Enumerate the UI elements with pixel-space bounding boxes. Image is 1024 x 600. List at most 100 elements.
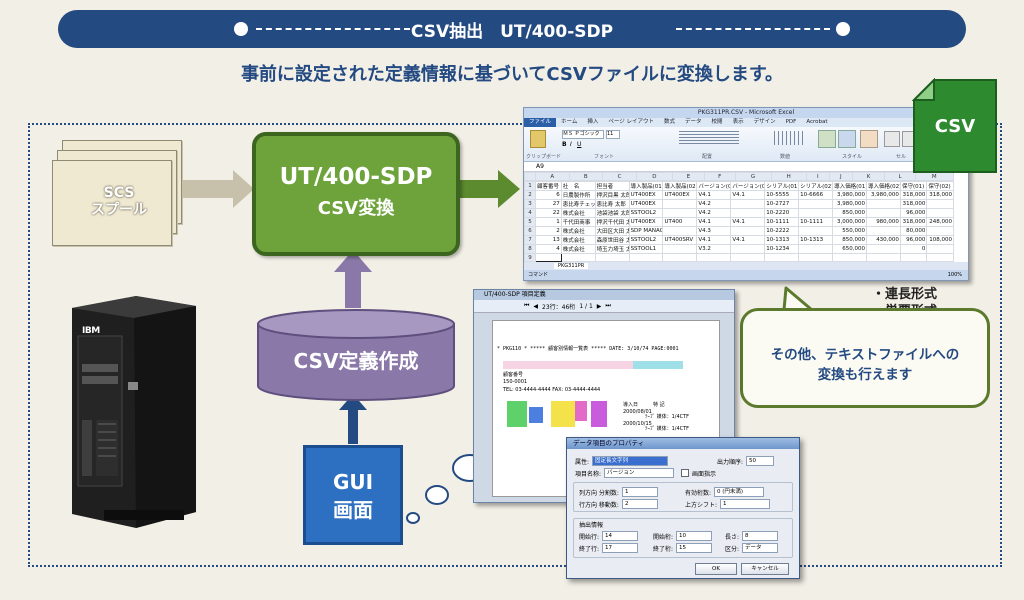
table-cell[interactable] xyxy=(832,253,868,262)
col-header[interactable]: I xyxy=(805,172,830,181)
table-cell[interactable]: V4.1 xyxy=(730,235,766,245)
table-cell[interactable] xyxy=(535,253,562,262)
end-col-field[interactable]: 15 xyxy=(676,543,713,553)
table-cell[interactable]: 保守(02) xyxy=(926,181,954,191)
row-header[interactable]: 6 xyxy=(524,226,536,236)
table-cell[interactable]: 10-1234 xyxy=(764,244,800,254)
table-cell[interactable]: 株式会社 xyxy=(560,244,596,254)
table-cell[interactable]: 248,000 xyxy=(926,217,954,227)
table-cell[interactable]: 10-2727 xyxy=(764,199,800,209)
table-cell[interactable]: 導入製品(01) xyxy=(628,181,664,191)
table-cell[interactable]: SSTOOL2 xyxy=(628,235,664,245)
table-cell[interactable]: 導入製品(02) xyxy=(662,181,698,191)
table-cell[interactable] xyxy=(730,199,766,209)
table-cell[interactable]: 80,000 xyxy=(899,226,928,236)
table-cell[interactable] xyxy=(798,199,834,209)
table-cell[interactable]: 10-5555 xyxy=(764,190,800,200)
start-col-field[interactable]: 10 xyxy=(676,531,713,541)
table-cell[interactable]: 保守(01) xyxy=(899,181,928,191)
table-cell[interactable]: 担当者 xyxy=(594,181,630,191)
col-header[interactable]: E xyxy=(671,172,705,181)
table-cell[interactable]: V4.2 xyxy=(696,199,732,209)
col-header[interactable]: F xyxy=(703,172,736,181)
zoom-level[interactable]: 100% xyxy=(947,272,962,278)
row-header[interactable]: 9 xyxy=(524,253,536,262)
table-cell[interactable]: 108,000 xyxy=(926,235,954,245)
table-cell[interactable] xyxy=(798,226,834,236)
attr-select[interactable]: 固定長文字列 xyxy=(592,456,669,466)
table-cell[interactable] xyxy=(926,244,954,254)
table-cell[interactable]: 0 xyxy=(899,244,928,254)
excel-tab-home[interactable]: ホーム xyxy=(561,119,578,125)
table-cell[interactable]: 3,980,000 xyxy=(866,190,901,200)
table-cell[interactable]: 13 xyxy=(535,235,562,245)
output-order-field[interactable]: 50 xyxy=(746,456,775,466)
table-cell[interactable] xyxy=(798,253,834,262)
table-cell[interactable]: 318,000 xyxy=(926,190,954,200)
excel-tab-file[interactable]: ファイル xyxy=(524,118,557,127)
bold-icon[interactable]: B xyxy=(562,141,567,148)
table-cell[interactable]: 日農製作所 xyxy=(560,190,596,200)
start-row-field[interactable]: 14 xyxy=(602,531,639,541)
field-box-yellow[interactable] xyxy=(551,401,575,427)
prev-page-icon[interactable]: ◀ xyxy=(533,302,539,310)
col-header[interactable]: G xyxy=(734,172,772,181)
table-cell[interactable] xyxy=(662,226,698,236)
table-cell[interactable]: 550,000 xyxy=(832,226,868,236)
table-cell[interactable] xyxy=(730,208,766,218)
table-cell[interactable] xyxy=(798,244,834,254)
row-header[interactable]: 1 xyxy=(524,181,536,191)
cancel-button[interactable]: キャンセル xyxy=(741,563,789,575)
table-cell[interactable] xyxy=(662,208,698,218)
table-cell[interactable]: UT400EX xyxy=(628,217,664,227)
table-cell[interactable]: 6 xyxy=(535,190,562,200)
table-cell[interactable]: 導入価格(01) xyxy=(832,181,868,191)
table-cell[interactable]: V4.1 xyxy=(730,217,766,227)
upper-shift-select[interactable]: 1 xyxy=(720,499,771,509)
table-cell[interactable] xyxy=(628,253,664,262)
table-cell[interactable] xyxy=(926,253,954,262)
table-cell[interactable]: シリアル(01) xyxy=(764,181,800,191)
table-cell[interactable]: UT400EX xyxy=(628,190,664,200)
table-cell[interactable]: SSTOOL1 xyxy=(628,244,664,254)
table-format-icon[interactable] xyxy=(838,130,856,148)
table-cell[interactable]: 10-6666 xyxy=(798,190,834,200)
field-box-green[interactable] xyxy=(507,401,527,427)
table-cell[interactable]: UT400 xyxy=(662,217,698,227)
ok-button[interactable]: OK xyxy=(695,563,737,575)
table-cell[interactable]: 株式会社 xyxy=(560,235,596,245)
length-field[interactable]: 8 xyxy=(742,531,779,541)
align-icons[interactable] xyxy=(679,131,739,145)
corner-cell[interactable] xyxy=(524,172,536,181)
italic-icon[interactable]: I xyxy=(570,141,572,148)
table-cell[interactable]: 3,980,000 xyxy=(832,199,868,209)
field-box-purple[interactable] xyxy=(591,401,607,427)
item-name-field[interactable]: バージョン xyxy=(604,468,675,478)
table-cell[interactable]: UT400EX xyxy=(662,190,698,200)
excel-tab-review[interactable]: 校閲 xyxy=(711,119,723,125)
table-cell[interactable]: 2 xyxy=(535,226,562,236)
table-cell[interactable] xyxy=(798,208,834,218)
table-cell[interactable] xyxy=(730,244,766,254)
underline-icon[interactable]: U xyxy=(577,141,582,148)
table-cell[interactable] xyxy=(866,199,901,209)
row-header[interactable]: 3 xyxy=(524,199,536,209)
sheet-tab[interactable]: PKG311PR xyxy=(554,263,589,269)
excel-tab-layout[interactable]: ページ レイアウト xyxy=(608,119,655,125)
table-cell[interactable] xyxy=(899,253,928,262)
col-header[interactable]: H xyxy=(770,172,807,181)
table-cell[interactable]: 10-1111 xyxy=(764,217,800,227)
table-cell[interactable] xyxy=(730,253,766,262)
row-header[interactable]: 7 xyxy=(524,235,536,245)
excel-tab-formulas[interactable]: 数式 xyxy=(664,119,676,125)
number-icons[interactable] xyxy=(774,131,804,145)
table-cell[interactable]: 大田区大田 太郎 xyxy=(594,226,630,236)
col-header[interactable]: D xyxy=(635,172,673,181)
paste-icon[interactable] xyxy=(530,130,546,148)
valid-digits-select[interactable]: 0 (円未満) xyxy=(714,487,765,497)
table-cell[interactable]: 430,000 xyxy=(866,235,901,245)
col-header[interactable]: L xyxy=(884,172,916,181)
table-cell[interactable]: V4.1 xyxy=(696,190,732,200)
table-cell[interactable]: 3,000,000 xyxy=(832,217,868,227)
table-cell[interactable] xyxy=(696,253,732,262)
